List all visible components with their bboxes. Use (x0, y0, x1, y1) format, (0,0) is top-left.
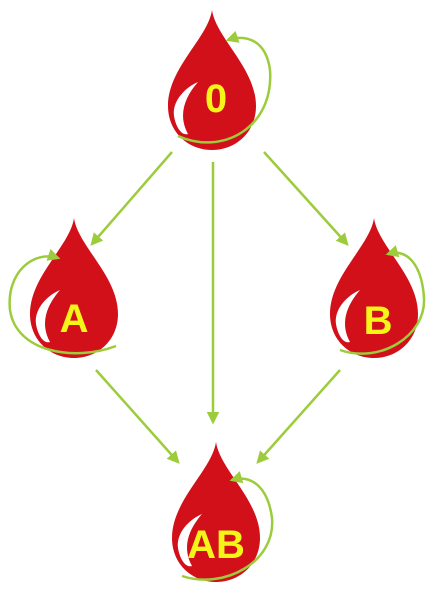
edge-a-to-ab (95, 369, 180, 464)
edge-b-to-ab (256, 369, 341, 464)
node-label-ab: AB (187, 523, 245, 567)
edge-0-to-a (90, 151, 173, 246)
self-loop-arrow (177, 30, 272, 144)
node-ab: AB (172, 442, 274, 582)
node-0: 0 (168, 10, 272, 150)
node-label-a: A (60, 297, 89, 341)
edges (90, 151, 349, 464)
edge-0-to-b (263, 151, 349, 246)
self-loop-arrow (181, 471, 274, 581)
node-label-b: B (364, 299, 393, 343)
node-b: B (330, 218, 426, 358)
self-loop-arrow (339, 245, 426, 355)
node-label-0: 0 (205, 77, 227, 121)
node-a: A (8, 218, 118, 358)
self-loop-arrow (8, 248, 117, 355)
